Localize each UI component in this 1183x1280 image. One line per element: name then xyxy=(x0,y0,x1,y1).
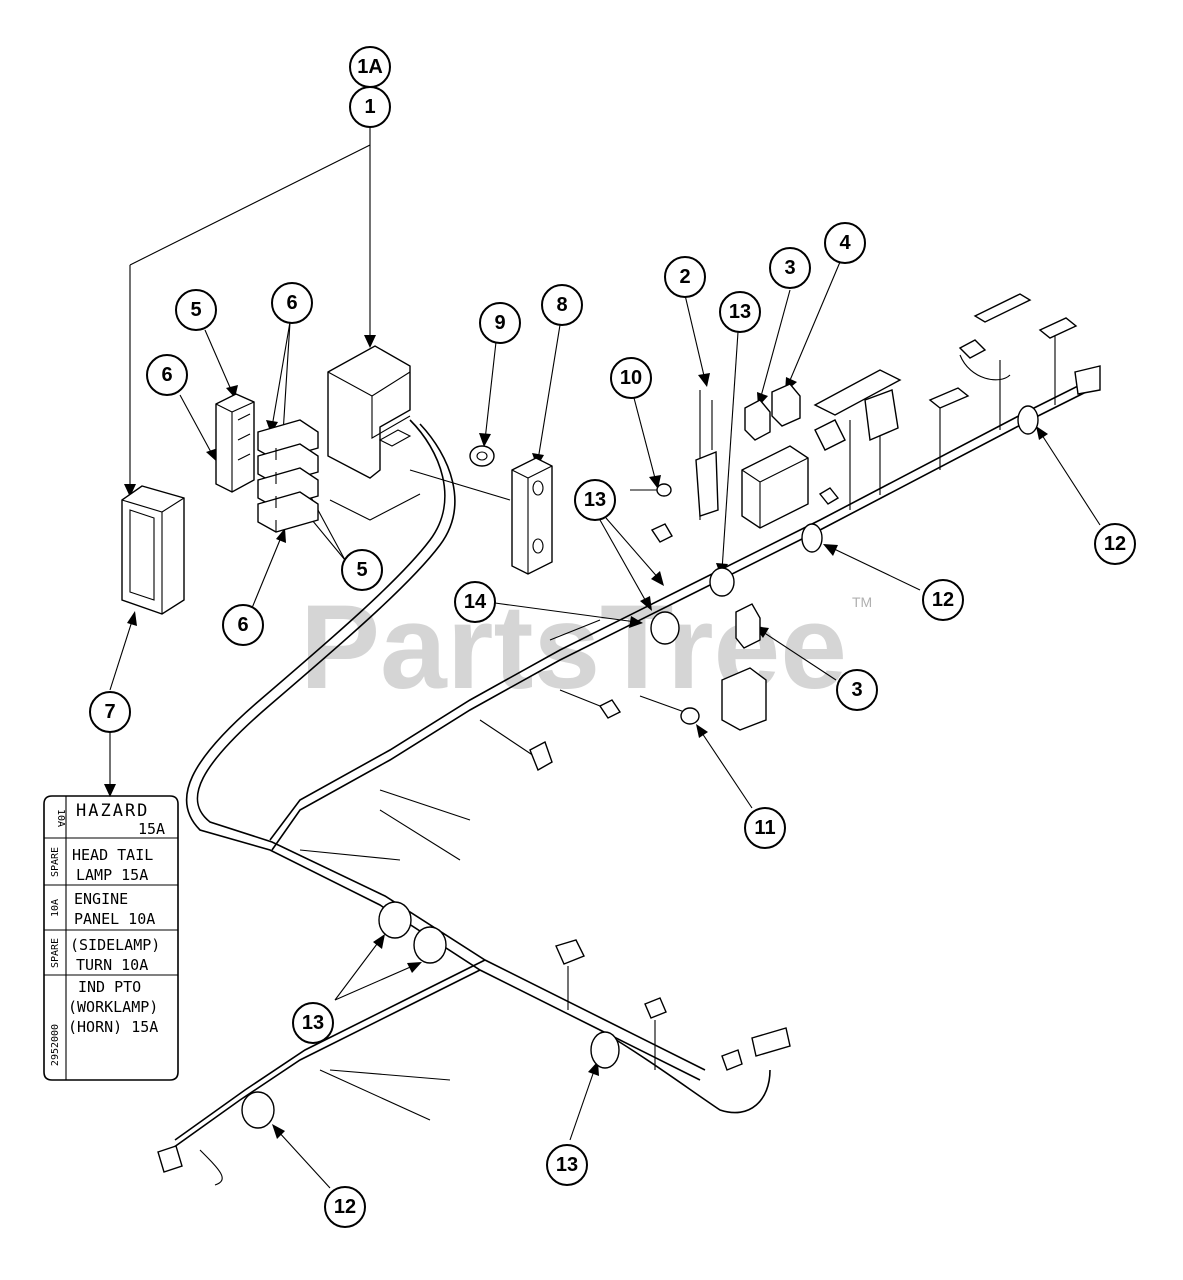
fuse-row-2-side: SPARE xyxy=(50,847,61,877)
svg-text:6: 6 xyxy=(237,614,248,636)
fuse-row-3-side: 10A xyxy=(50,899,61,917)
svg-text:11: 11 xyxy=(754,817,775,839)
svg-text:13: 13 xyxy=(556,1154,578,1176)
svg-text:6: 6 xyxy=(161,364,172,386)
fuse-label-decal: 10A HAZARD 15A SPARE HEAD TAIL LAMP 15A … xyxy=(43,795,179,1081)
fuse-row-2-line2: LAMP 15A xyxy=(76,866,148,884)
fuse-row-4-line2: TURN 10A xyxy=(76,956,148,974)
fuse-row-1-line2: 15A xyxy=(138,820,165,838)
svg-text:6: 6 xyxy=(286,292,297,314)
fuse-block-part xyxy=(121,485,185,615)
callout-14[interactable]: 14 xyxy=(454,581,496,623)
svg-text:3: 3 xyxy=(851,679,862,701)
callout-5-mid[interactable]: 5 xyxy=(341,549,383,591)
callout-8[interactable]: 8 xyxy=(541,284,583,326)
callout-4[interactable]: 4 xyxy=(824,222,866,264)
fuse-row-1-side: 10A xyxy=(55,809,66,827)
callout-1[interactable]: 1 xyxy=(349,86,391,128)
callout-3-top[interactable]: 3 xyxy=(769,247,811,289)
callout-1a[interactable]: 1A xyxy=(349,46,391,88)
svg-text:13: 13 xyxy=(302,1012,324,1034)
svg-text:12: 12 xyxy=(932,589,954,611)
fuse-row-5-line2: (WORKLAMP) xyxy=(68,998,158,1016)
callout-9[interactable]: 9 xyxy=(479,302,521,344)
callout-13-bottom[interactable]: 13 xyxy=(546,1144,588,1186)
callout-6-top[interactable]: 6 xyxy=(271,282,313,324)
callout-13-top[interactable]: 13 xyxy=(719,291,761,333)
svg-text:5: 5 xyxy=(190,299,201,321)
fuse-row-5-side: 2952000 xyxy=(50,1024,61,1066)
svg-text:14: 14 xyxy=(464,591,487,613)
svg-text:1: 1 xyxy=(364,96,375,118)
fuse-holders-part xyxy=(215,393,319,533)
callout-13-left[interactable]: 13 xyxy=(574,479,616,521)
callout-2[interactable]: 2 xyxy=(664,256,706,298)
callout-5-top[interactable]: 5 xyxy=(175,289,217,331)
callout-13-lower-left[interactable]: 13 xyxy=(292,1002,334,1044)
callout-7[interactable]: 7 xyxy=(89,691,131,733)
callout-11[interactable]: 11 xyxy=(744,807,786,849)
svg-text:13: 13 xyxy=(729,301,751,323)
fuse-row-1-line1: HAZARD xyxy=(76,801,149,821)
svg-text:13: 13 xyxy=(584,489,606,511)
svg-text:12: 12 xyxy=(334,1196,356,1218)
callout-12-bottom[interactable]: 12 xyxy=(324,1186,366,1228)
fuse-row-3-line2: PANEL 10A xyxy=(74,910,155,928)
svg-text:3: 3 xyxy=(784,257,795,279)
leader-lines xyxy=(104,125,1101,1189)
wiring-harness-main xyxy=(157,293,1101,1186)
svg-text:7: 7 xyxy=(104,701,115,723)
bracket-part xyxy=(409,445,553,575)
fuse-row-2-line1: HEAD TAIL xyxy=(72,846,153,864)
callout-6-bottom[interactable]: 6 xyxy=(222,604,264,646)
svg-text:5: 5 xyxy=(356,559,367,581)
svg-text:9: 9 xyxy=(494,312,505,334)
svg-text:10: 10 xyxy=(620,367,642,389)
fuse-box-cover-part xyxy=(327,345,421,521)
fuse-row-4-line1: (SIDELAMP) xyxy=(70,936,160,954)
svg-text:4: 4 xyxy=(839,232,851,254)
callout-10[interactable]: 10 xyxy=(610,357,652,399)
fuse-row-5-line3: (HORN) 15A xyxy=(68,1018,158,1036)
fuse-row-4-side: SPARE xyxy=(50,938,61,968)
watermark-tm: TM xyxy=(852,594,872,610)
callout-12-mid[interactable]: 12 xyxy=(922,579,964,621)
fuse-row-5-line1: IND PTO xyxy=(78,978,141,996)
svg-text:8: 8 xyxy=(556,294,567,316)
fuse-row-3-line1: ENGINE xyxy=(74,890,128,908)
callouts: 1A 1 2 3 3 4 5 5 6 6 6 7 8 9 10 11 12 12… xyxy=(89,46,1136,1228)
svg-text:2: 2 xyxy=(679,266,690,288)
svg-text:12: 12 xyxy=(1104,533,1126,555)
callout-12-right[interactable]: 12 xyxy=(1094,523,1136,565)
callout-3-mid[interactable]: 3 xyxy=(836,669,878,711)
svg-text:1A: 1A xyxy=(357,56,383,78)
callout-6-left[interactable]: 6 xyxy=(146,354,188,396)
